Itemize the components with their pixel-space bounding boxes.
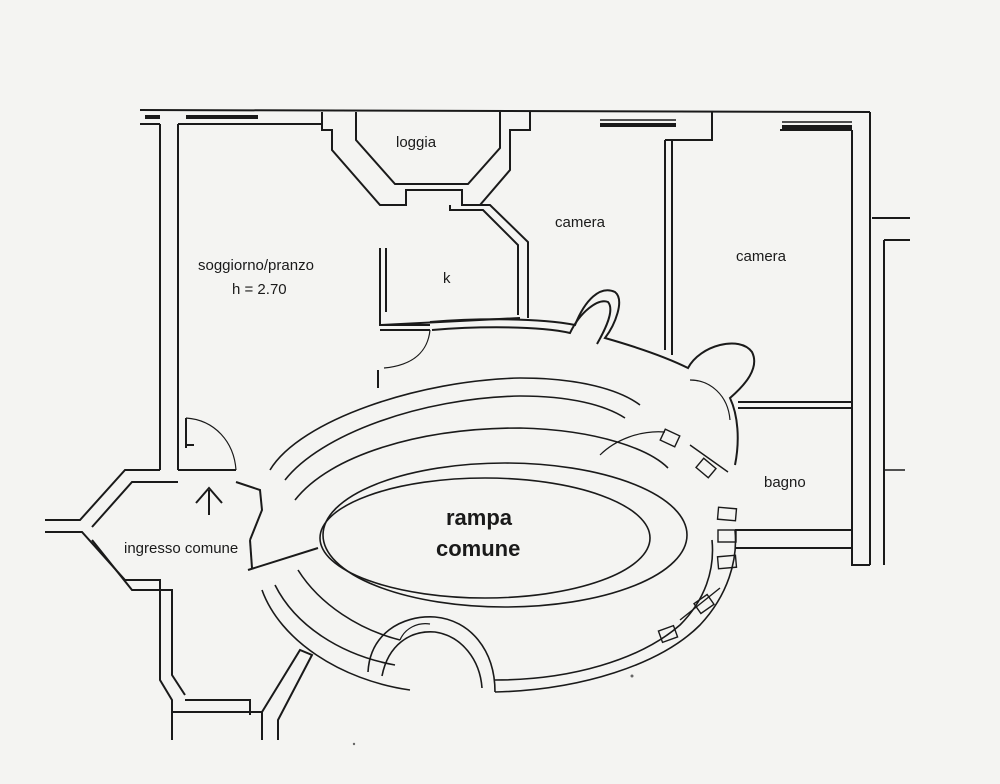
speck [352,742,356,746]
ramp-ring-inner-bottom [297,569,401,641]
ramp-step [657,624,679,644]
ramp [261,377,737,693]
loggia-outer [321,112,531,206]
label-camera-1: camera [555,214,606,231]
ramp-ring-mid-top [284,395,626,481]
ingresso-comune-walls [45,469,319,740]
ramp-step [693,593,715,615]
windows [145,115,852,129]
ramp-core-outer [322,462,688,608]
ingresso-bottom-left-inner [91,539,186,696]
ramp-ring-outer-right [494,529,737,693]
speck [630,674,634,678]
interior-partitions [377,112,870,566]
ramp-ring-mid-bottom [274,584,396,666]
label-height: h = 2.70 [232,281,287,298]
ramp-step [717,529,737,543]
ramp-bottom-arrow-arc [399,623,431,641]
corridor-bulge-arc [689,379,731,421]
loggia-inner [355,112,501,185]
ramp-step [659,428,681,448]
ramp-step [716,506,738,522]
kitchen-right-wall [449,205,519,315]
kitchen-right-wall-2 [462,204,529,318]
ramp-ring-outer-bottom [261,589,411,691]
label-camera-2: camera [736,248,787,265]
ramp-bottom-bay-outer [367,616,496,693]
ingresso-ramp-threshold [247,547,319,571]
corridor-wall [429,289,756,466]
ramp-step [695,457,717,479]
label-rampa-line1: rampa [446,505,513,530]
bagno-corner [851,548,870,566]
ingresso-bottom-right [261,648,314,740]
corridor-inner-curve [431,300,612,345]
ramp-step-rail [689,444,729,473]
ramp-bottom-bay-inner [381,631,483,689]
ingresso-top-left-inner [91,481,178,528]
ingresso-bottom-niche [185,699,251,715]
entry-door-swing [185,417,237,471]
label-rampa-line2: comune [436,536,520,561]
ingresso-ramp-jamb [249,539,253,569]
ramp-ring-inner-top [294,427,669,501]
ramp-ring-mid-right [494,539,714,681]
label-loggia: loggia [396,134,437,151]
loggia-bay [321,112,531,206]
ramp-step [716,554,738,570]
ingresso-bottom-niche-2 [172,711,263,740]
camera-partition-top [665,112,713,141]
outer-walls [139,109,910,565]
ramp-step-rail [679,587,721,621]
door-swing-kitchen [383,329,431,369]
ingresso-top-right [235,481,264,541]
ramp-steps [657,428,738,644]
room-labels: loggia camera camera soggiorno/pranzo h … [124,134,806,561]
ramp-ring-outer-top [269,377,641,471]
ramp-top-arrow-arc [599,431,666,456]
soggiorno-entry [178,417,237,515]
ingresso-top-left [45,469,160,521]
up-arrow-head [195,486,223,504]
label-bagno: bagno [764,474,806,491]
top-wall [139,109,871,113]
corridor-outer-curve [429,289,756,466]
label-kitchen: k [443,270,451,287]
label-soggiorno: soggiorno/pranzo [198,257,314,274]
ingresso-bottom-left [45,531,173,740]
label-ingresso: ingresso comune [124,540,238,557]
ramp-core-inner [319,477,651,599]
